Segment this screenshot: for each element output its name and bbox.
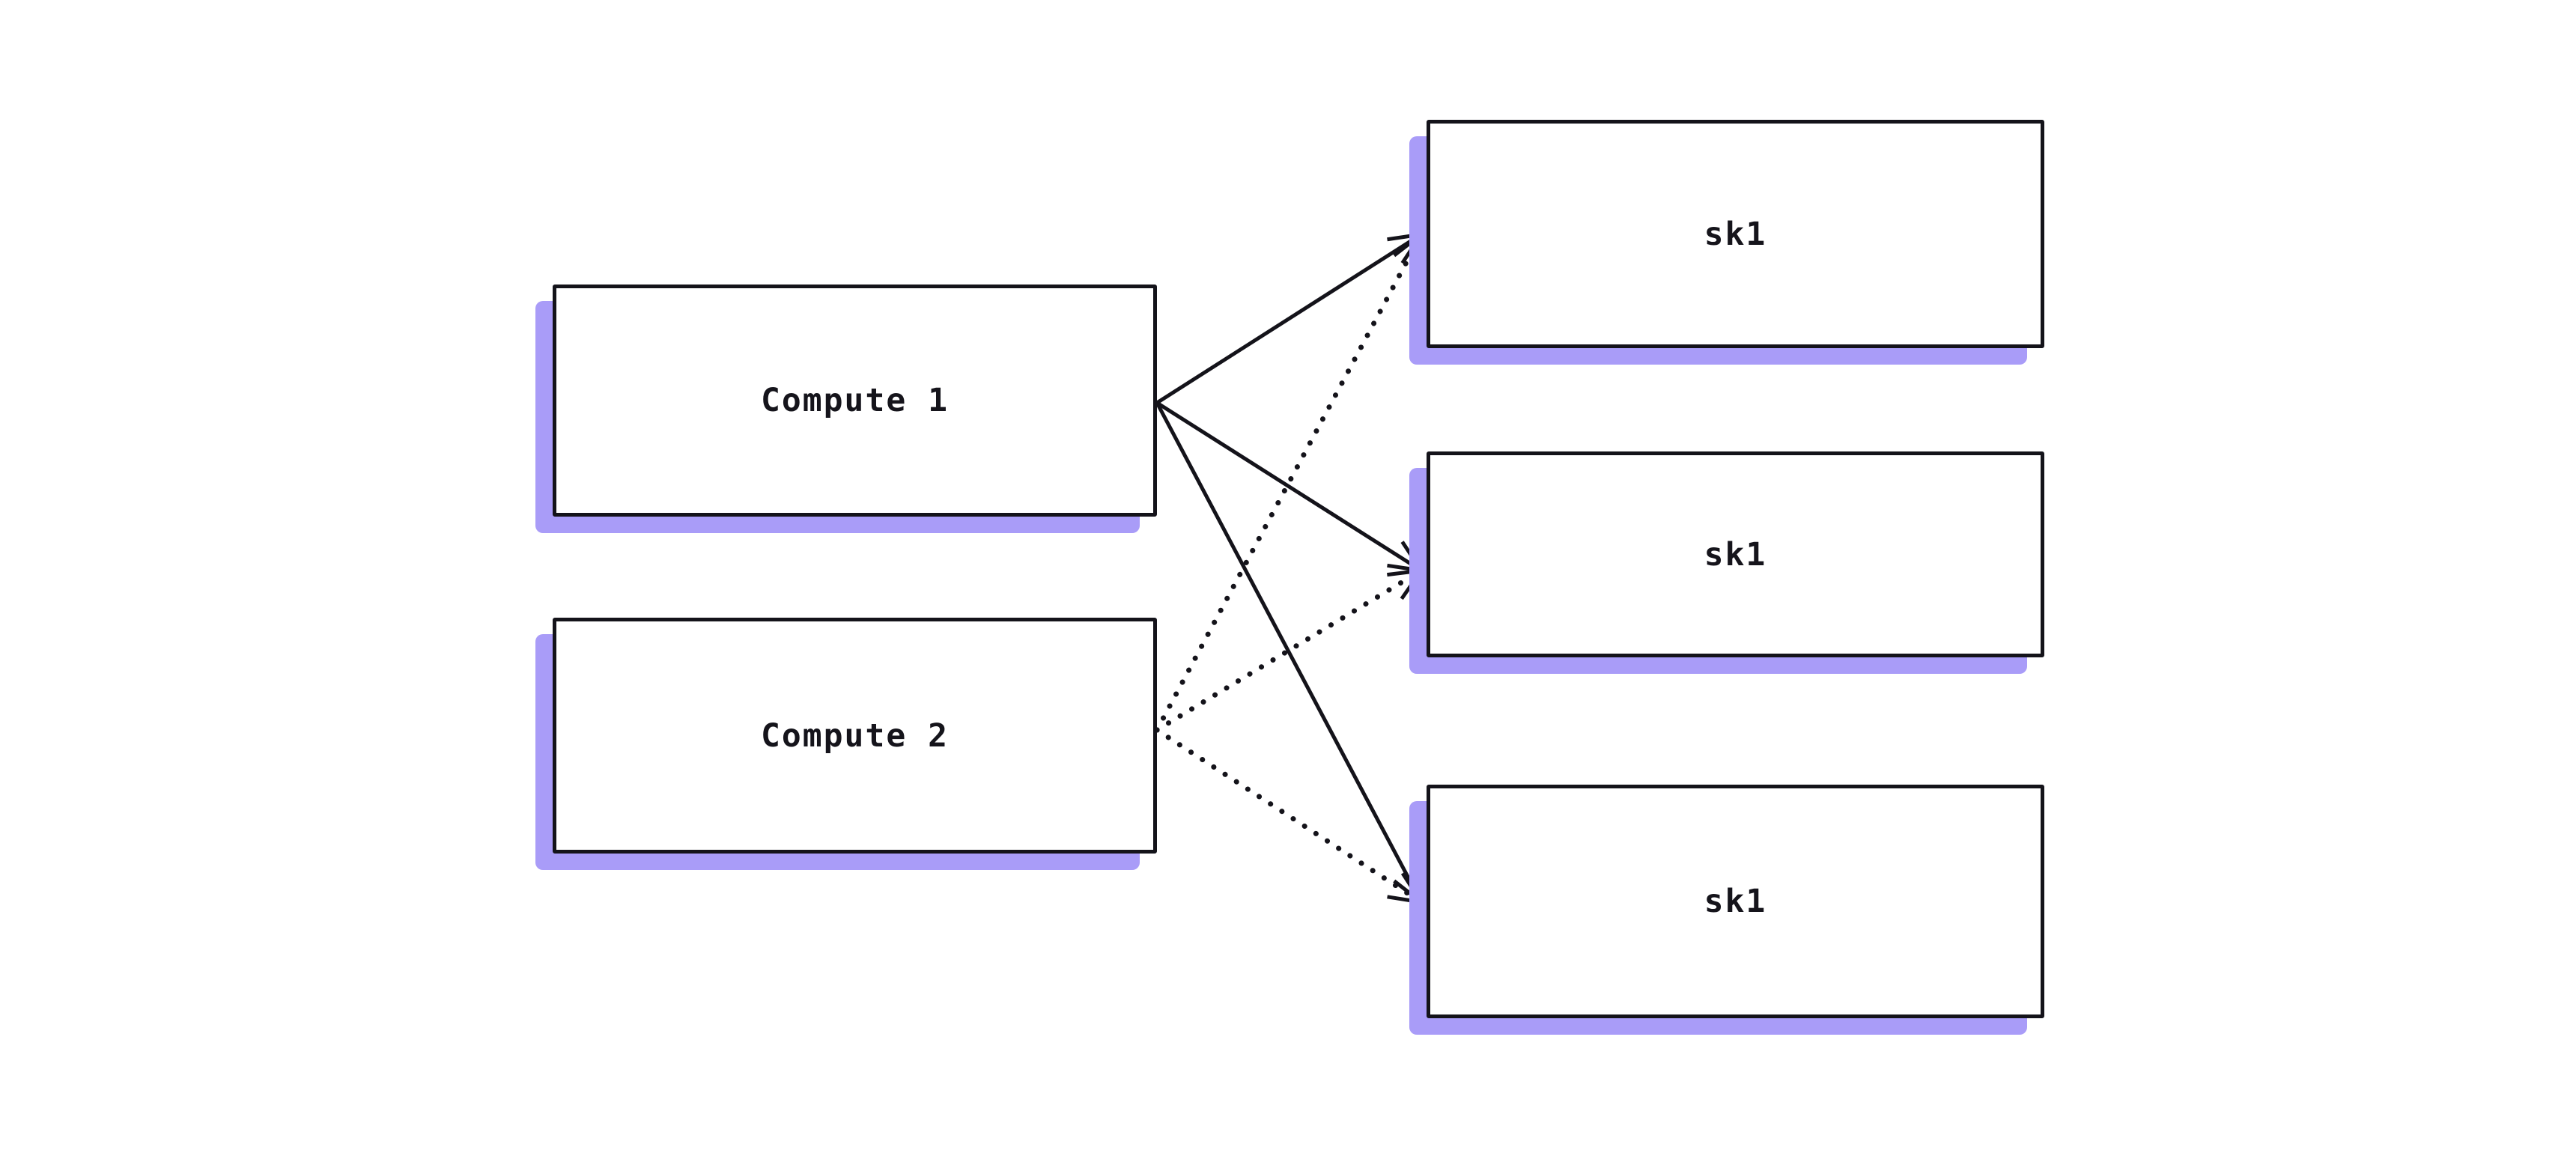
node-label-sk1-b: sk1 [1704, 535, 1767, 574]
node-sk1-b[interactable]: sk1 [1427, 451, 2044, 657]
edge-line [1155, 401, 1423, 573]
edge-compute-1-to-sk1-b [1155, 401, 1426, 574]
edge-line [1155, 232, 1423, 405]
node-compute-1[interactable]: Compute 1 [553, 285, 1157, 517]
edge-line [1155, 401, 1424, 904]
edge-line [1154, 568, 1424, 733]
node-label-sk1-a: sk1 [1704, 215, 1767, 253]
node-label-compute-1: Compute 1 [761, 382, 949, 419]
node-sk1-c[interactable]: sk1 [1427, 785, 2044, 1018]
edge-compute-2-to-sk1-c [1154, 727, 1426, 905]
edge-compute-1-to-sk1-a [1155, 231, 1426, 405]
edge-line [1154, 231, 1424, 733]
node-label-sk1-c: sk1 [1704, 883, 1767, 920]
node-label-compute-2: Compute 2 [761, 717, 949, 755]
edge-line [1154, 727, 1424, 905]
node-sk1-a[interactable]: sk1 [1427, 120, 2044, 348]
node-compute-2[interactable]: Compute 2 [553, 618, 1157, 854]
